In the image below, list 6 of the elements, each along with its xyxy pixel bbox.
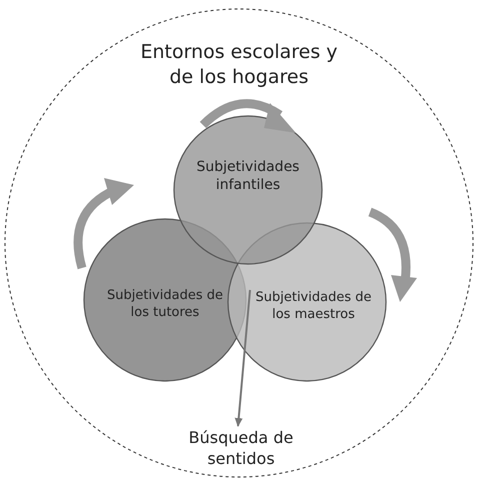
circle-label: Subjetividades de los tutores — [107, 288, 223, 322]
circle-label: Subjetividades de los maestros — [254, 290, 372, 324]
caption-text: Búsqueda de sentidos — [188, 428, 294, 470]
heading: Entornos escolares y de los hogares — [139, 40, 339, 90]
circle-label: Subjetividades infantiles — [196, 158, 300, 194]
arrow — [234, 290, 251, 427]
